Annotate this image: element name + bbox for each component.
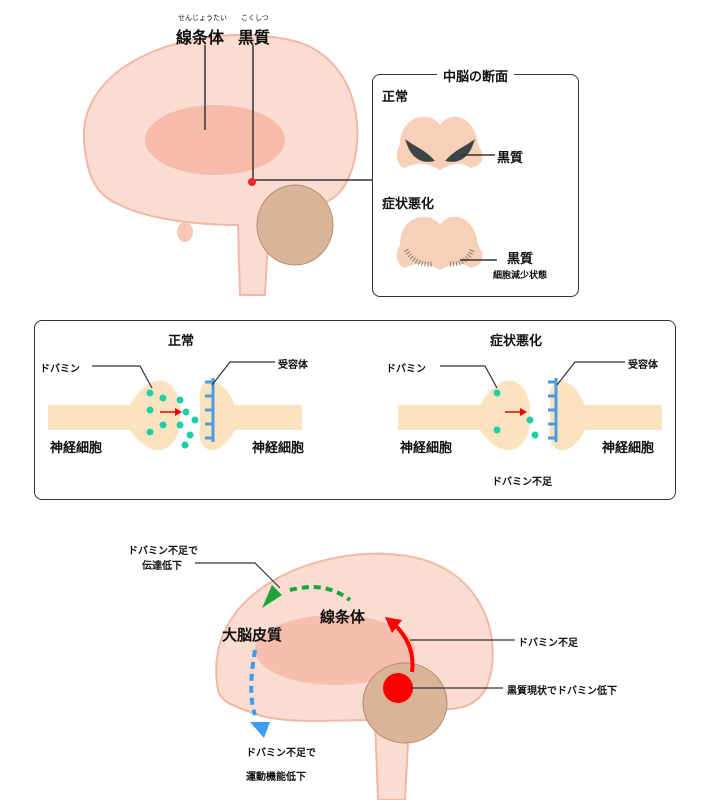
cortex-label: 大脳皮質	[222, 626, 283, 644]
motor-label-2: 運動機能低下	[246, 772, 306, 783]
nigra-reading: こくしつ	[241, 14, 269, 22]
normal-receptor-label: 受容体	[278, 360, 308, 371]
worse-nigra-label: 黒質	[507, 252, 534, 267]
top-brain	[82, 33, 372, 296]
transmission-label-1: ドバミン不足で	[128, 546, 198, 557]
synapse-normal-title: 正常	[168, 334, 195, 349]
nigra-decline-label: 黒質現状でドバミン低下	[507, 686, 617, 697]
bottom-brain	[195, 552, 515, 800]
worse-dopamine-label: ドバミン	[386, 364, 426, 375]
nigra-label: 黒質	[238, 28, 271, 47]
worse-neuron-right: 神経細胞	[602, 441, 655, 456]
normal-nigra-label: 黒質	[497, 151, 524, 166]
synapse-worse	[398, 361, 662, 451]
midbrain-normal	[396, 116, 495, 170]
worse-receptor-label: 受容体	[628, 360, 658, 371]
normal-dopamine-label: ドバミン	[40, 364, 80, 375]
synapse-panel	[34, 320, 676, 500]
motor-label-1: ドバミン不足で	[246, 748, 316, 759]
worse-neuron-left: 神経細胞	[400, 441, 453, 456]
synapse-normal	[48, 361, 302, 451]
striatum-label: 線条体	[176, 28, 225, 47]
dopamine-shortage-label: ドバミン不足	[492, 477, 552, 488]
midbrain-normal-label: 正常	[382, 90, 409, 105]
normal-neuron-left: 神経細胞	[50, 441, 103, 456]
midbrain-worse-label: 症状悪化	[382, 197, 435, 212]
worse-nigra-sublabel: 細胞減少状態	[493, 271, 548, 281]
synapse-worse-title: 症状悪化	[490, 334, 543, 349]
midbrain-panel	[372, 74, 579, 297]
normal-neuron-right: 神経細胞	[252, 441, 305, 456]
midbrain-worse	[396, 216, 497, 270]
transmission-label-2: 伝達低下	[142, 561, 182, 572]
striatum-reading: せんじょうたい	[178, 14, 227, 22]
midbrain-title: 中脳の断面	[437, 66, 515, 85]
bottom-shortage-label: ドバミン不足	[518, 638, 578, 649]
bottom-striatum-label: 線条体	[320, 608, 366, 626]
